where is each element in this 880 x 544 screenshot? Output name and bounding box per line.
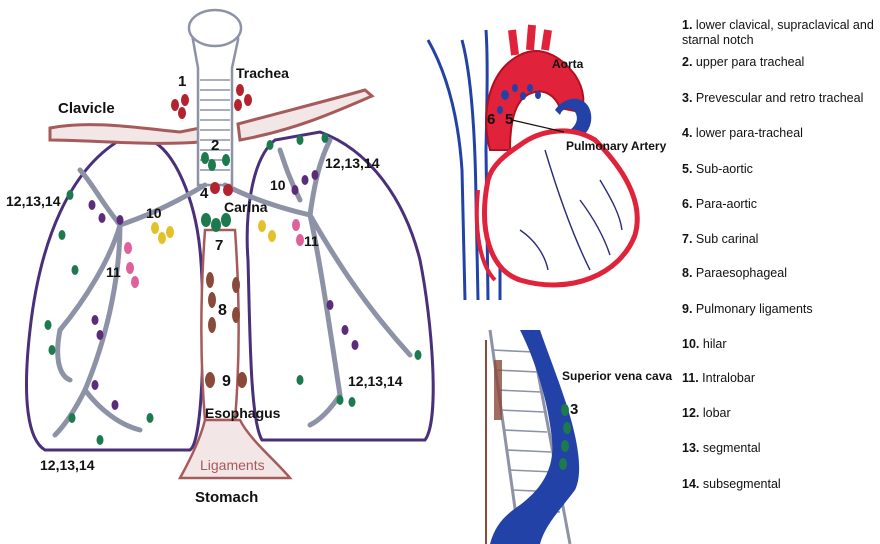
heart-body [485, 131, 638, 285]
legend-item-11: 11. Intralobar [682, 371, 878, 386]
legend-item-6: 6. Para-aortic [682, 197, 878, 212]
legend-item-3: 3. Prevescular and retro tracheal [682, 91, 878, 106]
ligaments-label: Ligaments [200, 457, 265, 473]
station-1-label: 1 [178, 73, 186, 90]
station-4-label: 4 [200, 185, 209, 202]
station-3-label: 3 [570, 401, 578, 418]
station-10-left-label: 10 [146, 205, 162, 221]
esophagus-label: Esophagus [205, 405, 281, 421]
station-9-label: 9 [222, 373, 231, 390]
esophagus [201, 230, 239, 420]
legend-item-5: 5. Sub-aortic [682, 162, 878, 177]
larynx-top [189, 10, 241, 46]
peripheral-bottom-right-label: 12,13,14 [348, 373, 403, 389]
station-5-label: 5 [505, 111, 513, 128]
clavicle-left [238, 90, 372, 140]
svc-label: Superior vena cava [562, 369, 672, 383]
pulmonary-artery-label: Pulmonary Artery [566, 139, 667, 153]
clavicle-label: Clavicle [58, 100, 115, 117]
station-2-label: 2 [211, 137, 219, 154]
legend-item-2: 2. upper para tracheal [682, 55, 878, 70]
legend-item-4: 4. lower para-tracheal [682, 126, 878, 141]
station-6-label: 6 [487, 111, 495, 128]
peripheral-top-right-label: 12,13,14 [325, 155, 380, 171]
svc-illustration: Superior vena cava 3 [486, 330, 672, 544]
legend-item-13: 13. segmental [682, 441, 878, 456]
peripheral-bottom-left-label: 12,13,14 [40, 457, 95, 473]
heart-illustration: Aorta Pulmonary Artery 6 5 [428, 25, 667, 300]
legend-item-14: 14. subsegmental [682, 477, 878, 492]
trachea-label: Trachea [236, 65, 289, 81]
clavicle-right [50, 125, 200, 144]
legend-item-9: 9. Pulmonary ligaments [682, 302, 878, 317]
legend-item-8: 8. Paraesophageal [682, 266, 878, 281]
station-10-right-label: 10 [270, 177, 286, 193]
legend-item-12: 12. lobar [682, 406, 878, 421]
stomach-label: Stomach [195, 489, 258, 506]
station-11-left-label: 11 [106, 264, 121, 280]
station-7-label: 7 [215, 237, 223, 254]
legend-item-1: 1. lower clavical, supraclavical and sta… [682, 18, 878, 48]
carina-label: Carina [224, 199, 268, 215]
legend-item-10: 10. hilar [682, 337, 878, 352]
aorta-label: Aorta [552, 57, 584, 71]
legend-item-7: 7. Sub carinal [682, 232, 878, 247]
superior-vena-cava [490, 330, 579, 544]
station-8-label: 8 [218, 302, 227, 319]
peripheral-top-left-label: 12,13,14 [6, 193, 61, 209]
station-11-right-label: 11 [304, 233, 319, 249]
